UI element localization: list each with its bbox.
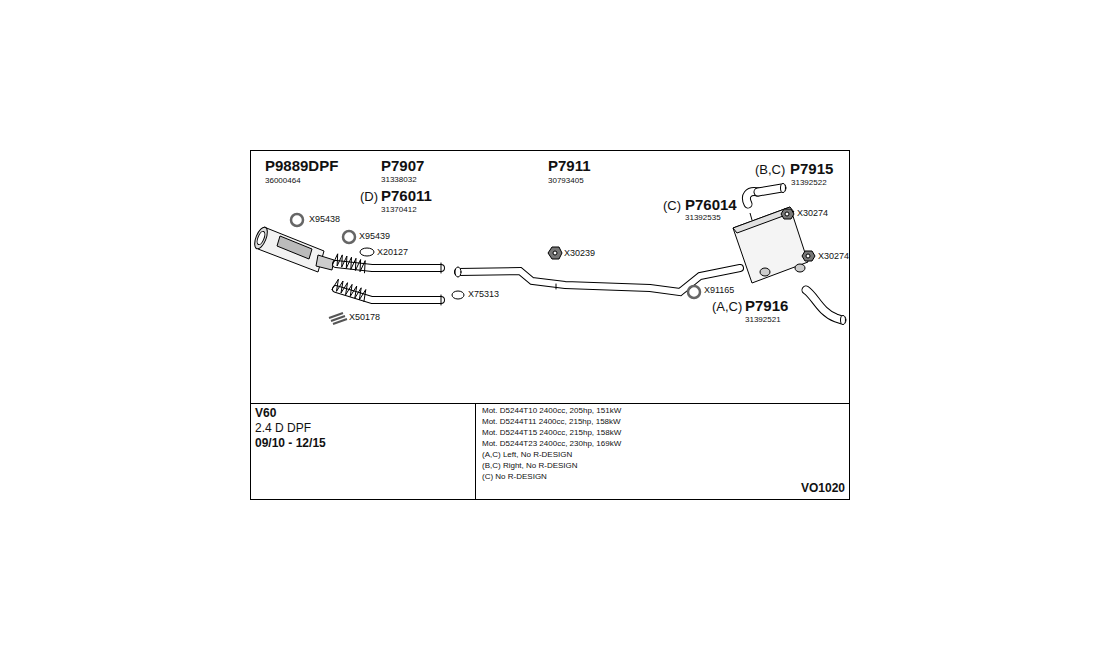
engine-cell: Mot. D5244T10 2400cc, 205hp, 151kW Mot. D… <box>475 404 849 499</box>
diagram-code: VO1020 <box>801 482 845 495</box>
callout-number: X30239 <box>564 249 595 259</box>
engine-note: (A,C) Left, No R-DESIGN <box>482 451 572 460</box>
front-pipes <box>332 254 441 305</box>
engine-note: Mot. D5244T10 2400cc, 205hp, 151kW <box>482 407 621 416</box>
variant-code: (D) <box>360 190 378 204</box>
vehicle-cell: V60 2.4 D DPF 09/10 - 12/15 <box>251 404 475 499</box>
oe-number: 31392522 <box>791 179 827 188</box>
engine-note: Mot. D5244T23 2400cc, 230hp, 169kW <box>482 440 621 449</box>
part-number: P7916 <box>745 298 788 315</box>
variant-code: (A,C) <box>712 300 742 314</box>
callout-number: X50178 <box>349 313 380 323</box>
oe-number: 36000464 <box>265 177 301 186</box>
rear-silencer <box>733 207 808 283</box>
engine-note: Mot. D5244T15 2400cc, 215hp, 158kW <box>482 429 621 438</box>
callout-number: X95438 <box>309 215 340 225</box>
oe-number: 30793405 <box>548 177 584 186</box>
part-number: P76014 <box>685 197 737 214</box>
engine-note: (B,C) Right, No R-DESIGN <box>482 462 578 471</box>
callout-number: X30274 <box>818 252 849 262</box>
oe-number: 31338032 <box>381 176 417 185</box>
variant-code: (C) <box>663 199 681 213</box>
callout-number: X95439 <box>359 232 390 242</box>
vehicle-info: 09/10 - 12/15 <box>255 437 326 450</box>
oe-number: 31392535 <box>685 214 721 223</box>
oe-number: 31370412 <box>381 206 417 215</box>
engine-note: Mot. D5244T11 2400cc, 215hp, 158kW <box>482 418 621 427</box>
callout-number: X30274 <box>797 209 828 219</box>
part-number: P9889DPF <box>265 158 338 175</box>
engine-note: (C) No R-DESIGN <box>482 473 547 482</box>
frame <box>250 151 850 500</box>
part-number: P7911 <box>548 158 591 175</box>
oe-number: 31392521 <box>745 316 781 325</box>
small-parts <box>291 209 815 324</box>
callout-number: X75313 <box>468 290 499 300</box>
callout-number: X20127 <box>377 248 408 258</box>
part-number: P7915 <box>790 161 833 178</box>
callout-number: X91165 <box>704 286 734 296</box>
part-number: P7907 <box>381 158 424 175</box>
part-number: P76011 <box>381 188 432 205</box>
variant-code: (B,C) <box>755 163 785 177</box>
vehicle-info: V60 <box>255 407 276 420</box>
vehicle-info: 2.4 D DPF <box>255 422 311 435</box>
dpf-filter <box>252 225 334 272</box>
